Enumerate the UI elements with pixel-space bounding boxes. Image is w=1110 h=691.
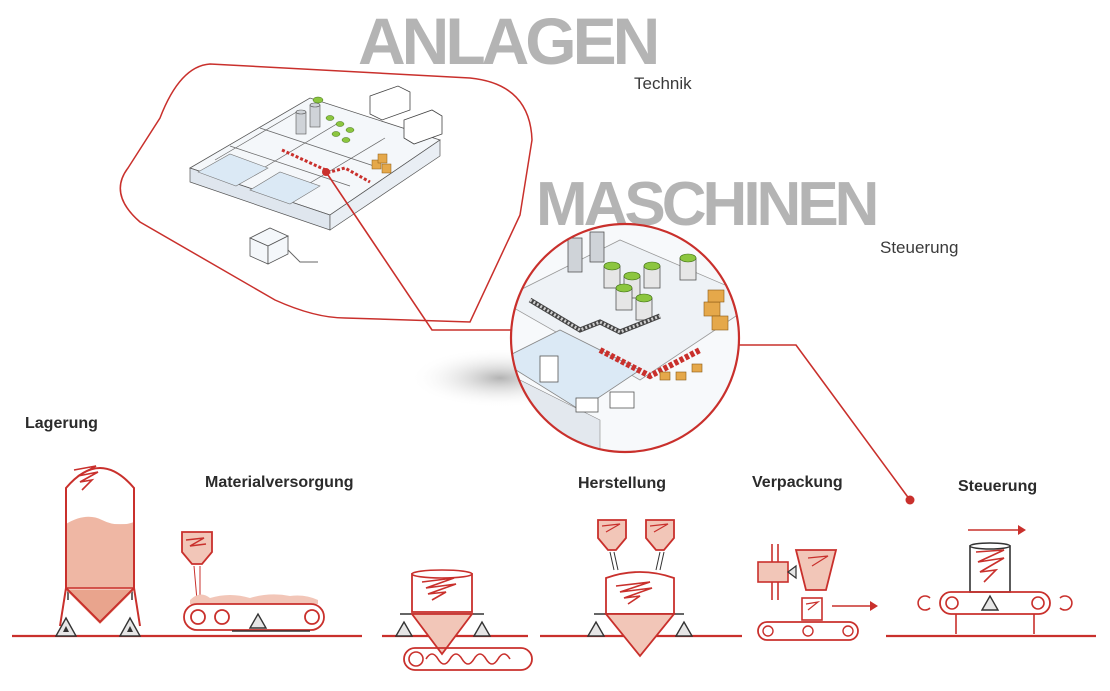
anlagen-heading: ANLAGEN <box>358 4 660 78</box>
mixer-screw-icon <box>394 569 533 671</box>
zoom-detail-circle <box>509 222 741 454</box>
label-steuerung: Steuerung <box>958 478 1038 495</box>
materialversorgung-conveyor-icon <box>181 531 325 632</box>
steuerung-conveyor-icon <box>917 525 1073 634</box>
verpackung-machine-icon <box>757 544 878 641</box>
label-lagerung: Lagerung <box>25 415 98 432</box>
lagerung-silo-icon <box>54 465 142 637</box>
connector-lines <box>325 171 911 501</box>
maschinen-subheading: Steuerung <box>880 238 959 257</box>
connector-dot-steuerung <box>905 495 915 505</box>
maschinen-heading: MASCHINEN <box>536 170 879 239</box>
label-verpackung: Verpackung <box>752 474 843 491</box>
label-herstellung: Herstellung <box>578 475 667 492</box>
connector-dot-overview <box>322 168 330 176</box>
label-materialversorgung: Materialversorgung <box>205 474 354 491</box>
herstellung-reactor-icon <box>586 519 694 658</box>
plant-overview-panel <box>119 63 533 323</box>
anlagen-subheading: Technik <box>634 74 692 93</box>
